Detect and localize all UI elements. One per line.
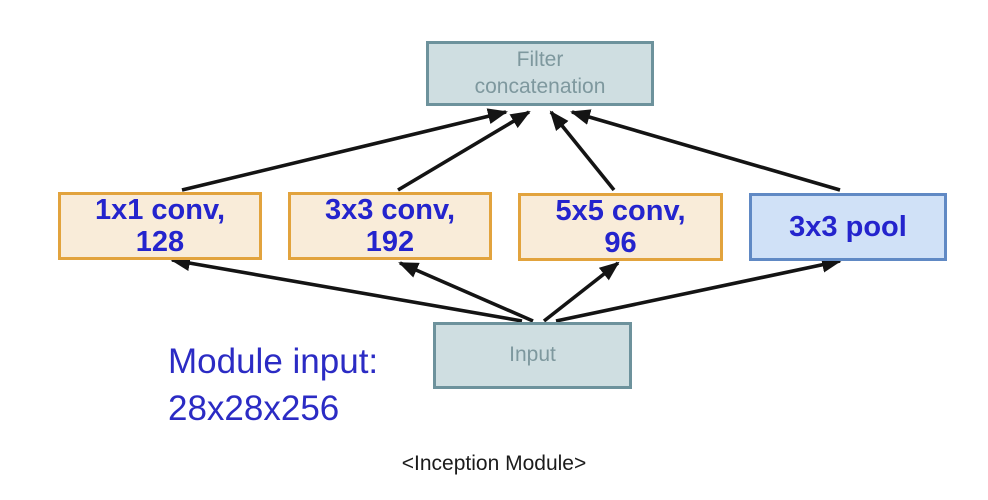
arrow-pool-to-concat bbox=[570, 109, 841, 192]
module-input-line1: Module input: bbox=[168, 342, 379, 381]
module-input-line2: 28x28x256 bbox=[168, 389, 340, 429]
module-input-annotation: Module input: 28x28x256 bbox=[168, 338, 378, 433]
arrow-input-to-pool bbox=[555, 256, 842, 323]
arrow-conv5-to-concat bbox=[549, 110, 616, 192]
arrow-input-to-conv3 bbox=[398, 261, 534, 323]
arrow-conv3-to-concat bbox=[397, 110, 531, 192]
arrow-conv1-to-concat bbox=[181, 108, 508, 192]
input-node: Input bbox=[433, 322, 632, 389]
conv-5x5-node: 5x5 conv, 96 bbox=[518, 193, 723, 261]
arrow-input-to-conv1 bbox=[170, 255, 523, 323]
pool-3x3-node: 3x3 pool bbox=[749, 193, 947, 261]
filter-concatenation-node: Filter concatenation bbox=[426, 41, 654, 106]
conv-1x1-node: 1x1 conv, 128 bbox=[58, 192, 262, 260]
conv-3x3-node: 3x3 conv, 192 bbox=[288, 192, 492, 260]
diagram-caption: <Inception Module> bbox=[401, 452, 587, 475]
arrow-input-to-conv5 bbox=[542, 261, 620, 323]
